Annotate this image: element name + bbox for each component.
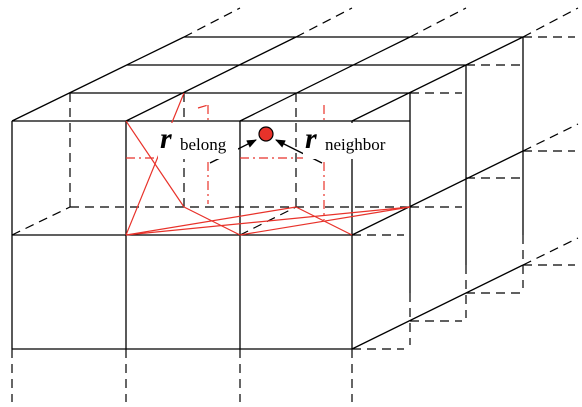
right-face-grid bbox=[351, 150, 524, 350]
neighbor-region-solid bbox=[125, 92, 411, 236]
query-point bbox=[258, 126, 274, 142]
r-belong-symbol: r bbox=[160, 122, 172, 155]
label-r-belong: r belong bbox=[158, 122, 238, 159]
r-neighbor-symbol: r bbox=[305, 122, 317, 155]
r-belong-subscript: belong bbox=[180, 135, 227, 154]
arrow-neighbor bbox=[275, 139, 323, 164]
label-r-neighbor: r neighbor bbox=[303, 122, 400, 159]
hidden-grid-lines bbox=[11, 7, 579, 402]
top-face-grid bbox=[11, 36, 524, 293]
r-neighbor-subscript: neighbor bbox=[325, 135, 386, 154]
